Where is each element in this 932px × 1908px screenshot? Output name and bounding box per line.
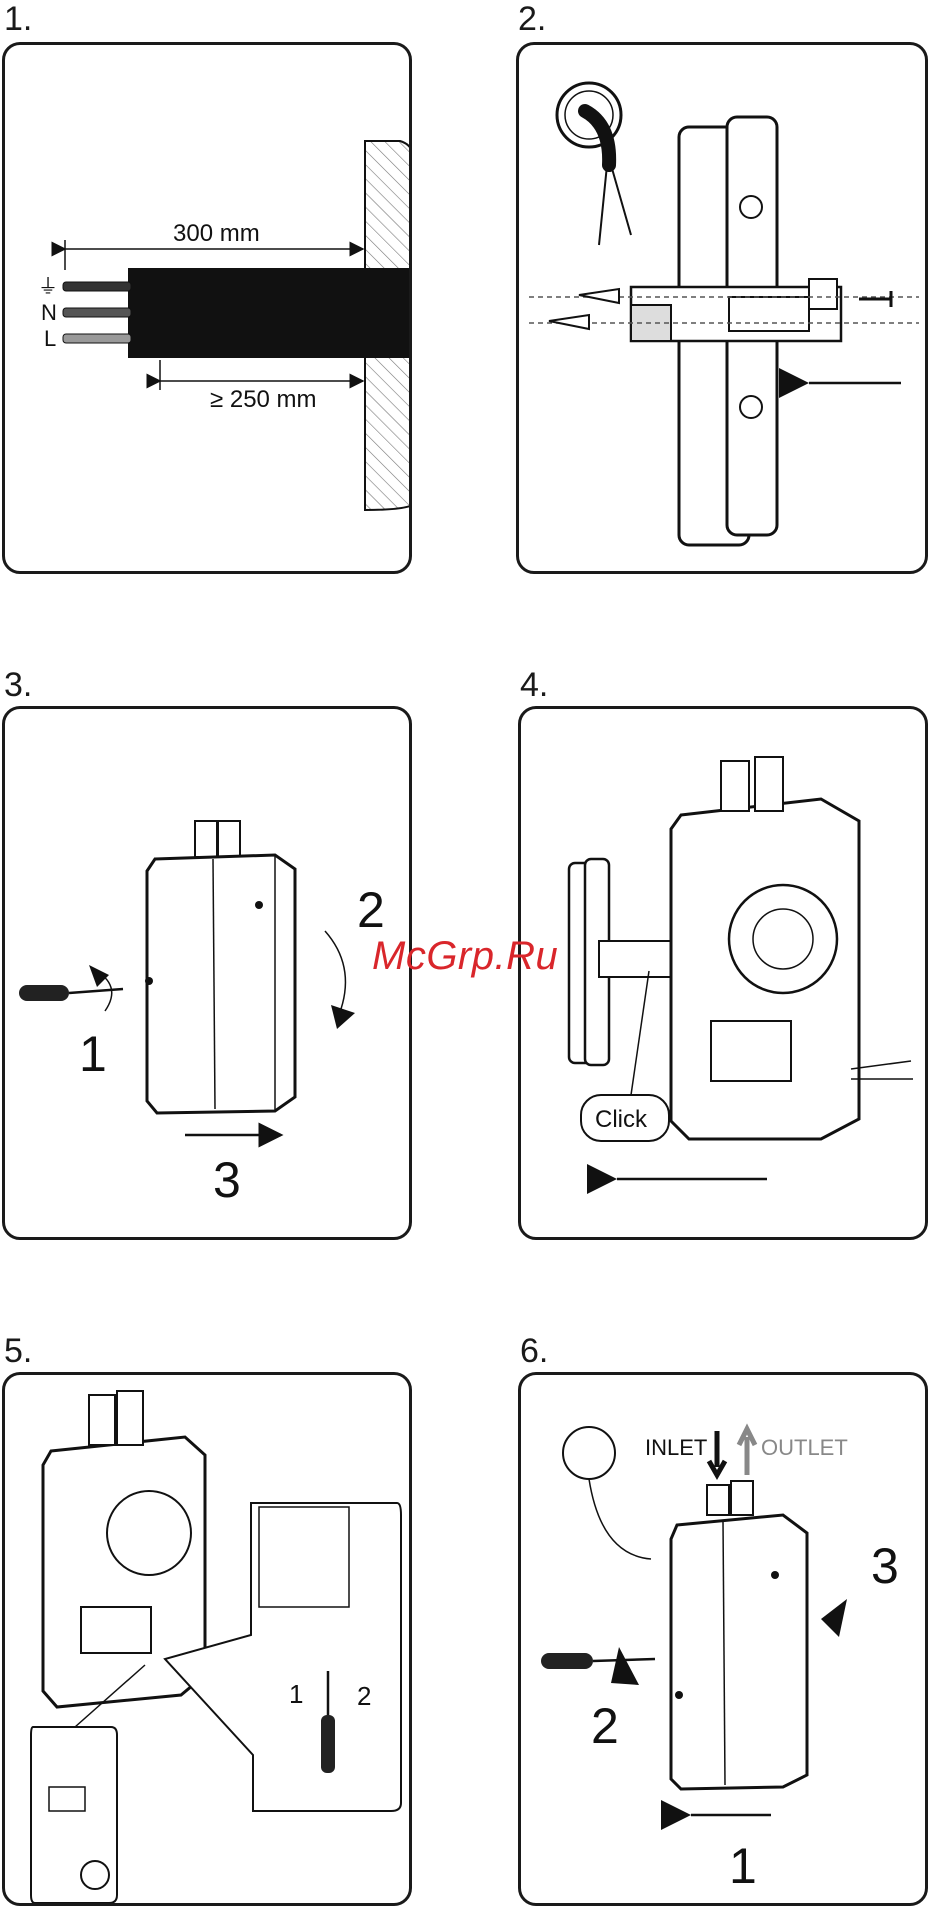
outlet-label: OUTLET [761, 1435, 848, 1460]
wire-l-label: L [44, 326, 56, 351]
step-number-2: 2. [518, 2, 546, 36]
step-label-2: 2 [357, 882, 385, 938]
wall-dowel-top [579, 289, 619, 303]
step-label-2-6: 2 [591, 1698, 619, 1754]
panel-3-drawing: 1 2 3 [5, 709, 412, 1240]
inset-label-1: 1 [289, 1679, 303, 1709]
panel-2-drawing [519, 45, 928, 574]
panel-step-4: Click [518, 706, 928, 1240]
dim-top-label: 300 mm [173, 220, 260, 247]
panel-4-drawing: Click [521, 709, 928, 1240]
zoom-inset-left [31, 1727, 117, 1903]
panel-step-2 [516, 42, 928, 574]
heater-closed [671, 1515, 807, 1789]
wire-n-label: N [41, 300, 57, 325]
step-number-5: 5. [4, 1334, 32, 1368]
step-label-3: 3 [213, 1152, 241, 1208]
panel-5-drawing: 1 2 [5, 1375, 412, 1906]
cable-grommet-6 [563, 1427, 615, 1479]
cable-sheath [128, 268, 412, 358]
panel-6-drawing: INLET OUTLET 1 2 3 [521, 1375, 928, 1906]
outlet-arrow [739, 1429, 755, 1475]
screw [859, 291, 891, 307]
step-label-1-6: 1 [729, 1838, 757, 1894]
watermark: McGrp.Ru [372, 934, 558, 979]
step-label-1: 1 [79, 1026, 107, 1082]
step-number-4: 4. [520, 668, 548, 702]
inset-label-2: 2 [357, 1681, 371, 1711]
inlet-label: INLET [645, 1435, 707, 1460]
dim-bottom-label: ≥ 250 mm [210, 386, 317, 413]
heater-body [147, 855, 295, 1113]
step-label-3-6: 3 [871, 1538, 899, 1594]
wire-earth-label: ⏚ [38, 276, 58, 298]
wall-dowel-bottom [549, 315, 589, 329]
step-number-1: 1. [4, 2, 32, 36]
step-number-3: 3. [4, 668, 32, 702]
step-number-6: 6. [520, 1334, 548, 1368]
panel-1-drawing: 300 mm ≥ 250 mm ⏚ N L [5, 45, 412, 574]
panel-step-6: INLET OUTLET 1 2 3 [518, 1372, 928, 1906]
click-label: Click [595, 1106, 648, 1133]
panel-step-3: 1 2 3 [2, 706, 412, 1240]
wire-neutral [63, 308, 131, 317]
inlet-arrow [709, 1431, 725, 1475]
heater-open-back [671, 799, 859, 1139]
wire-earth [63, 282, 131, 291]
panel-step-5: 1 2 [2, 1372, 412, 1906]
wire-live [63, 334, 131, 343]
panel-step-1: 300 mm ≥ 250 mm ⏚ N L [2, 42, 412, 574]
screwdriver [19, 985, 69, 1001]
